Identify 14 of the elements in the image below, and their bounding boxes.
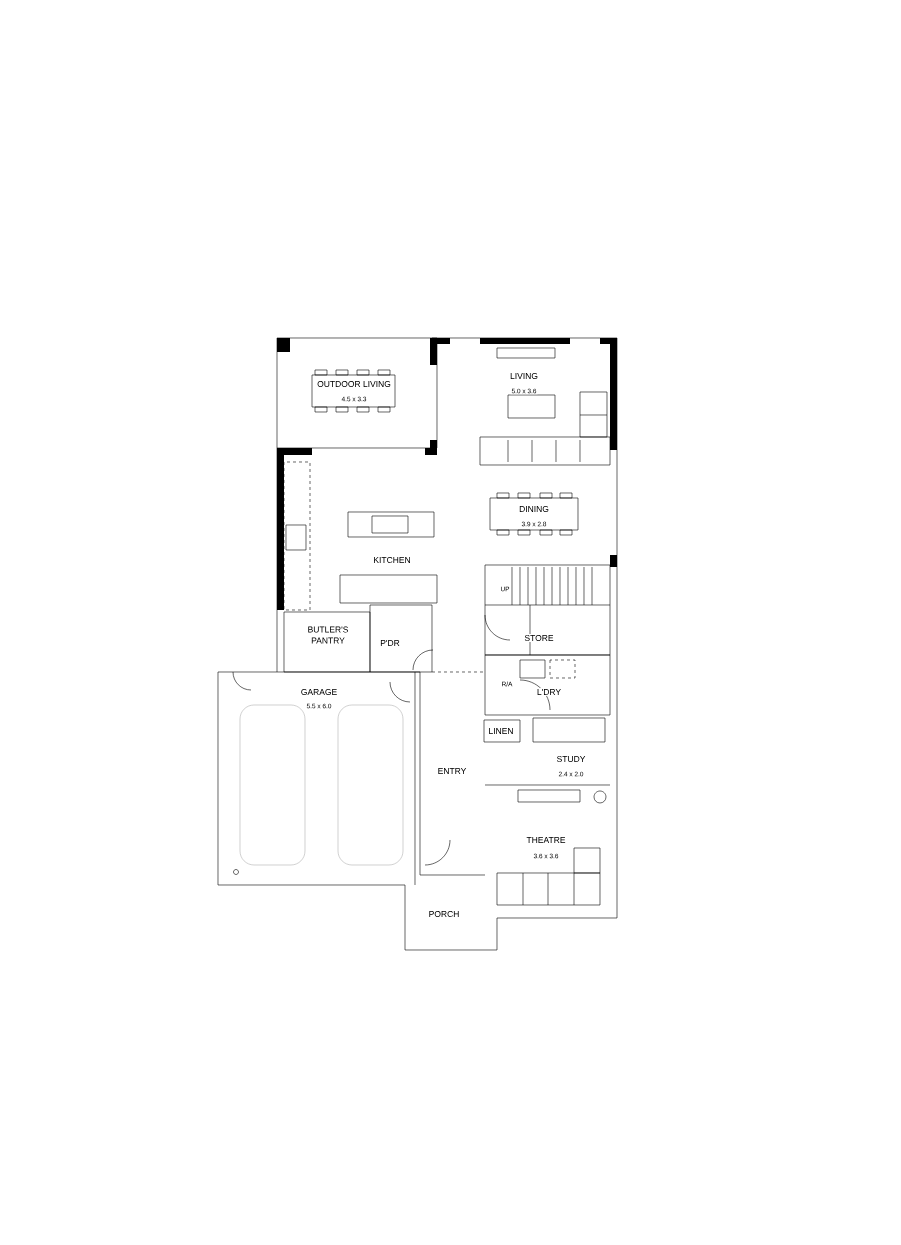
room-label: PORCH (427, 910, 461, 918)
room-label: LIVING (509, 372, 539, 380)
room-label: STORE (523, 634, 555, 642)
room-label: KITCHEN (372, 556, 412, 564)
room-label: P'DR (379, 639, 401, 647)
room-label: BUTLER'S PANTRY (303, 625, 353, 645)
room-label: STUDY (555, 755, 587, 763)
room-label: ENTRY (436, 767, 468, 775)
room-label: LINEN (487, 727, 515, 735)
room-label: OUTDOOR LIVING (316, 380, 392, 388)
room-label: DINING (518, 505, 550, 513)
room-label: GARAGE (299, 688, 339, 696)
room-label: L'DRY (535, 688, 563, 696)
room-label: THEATRE (525, 836, 567, 844)
